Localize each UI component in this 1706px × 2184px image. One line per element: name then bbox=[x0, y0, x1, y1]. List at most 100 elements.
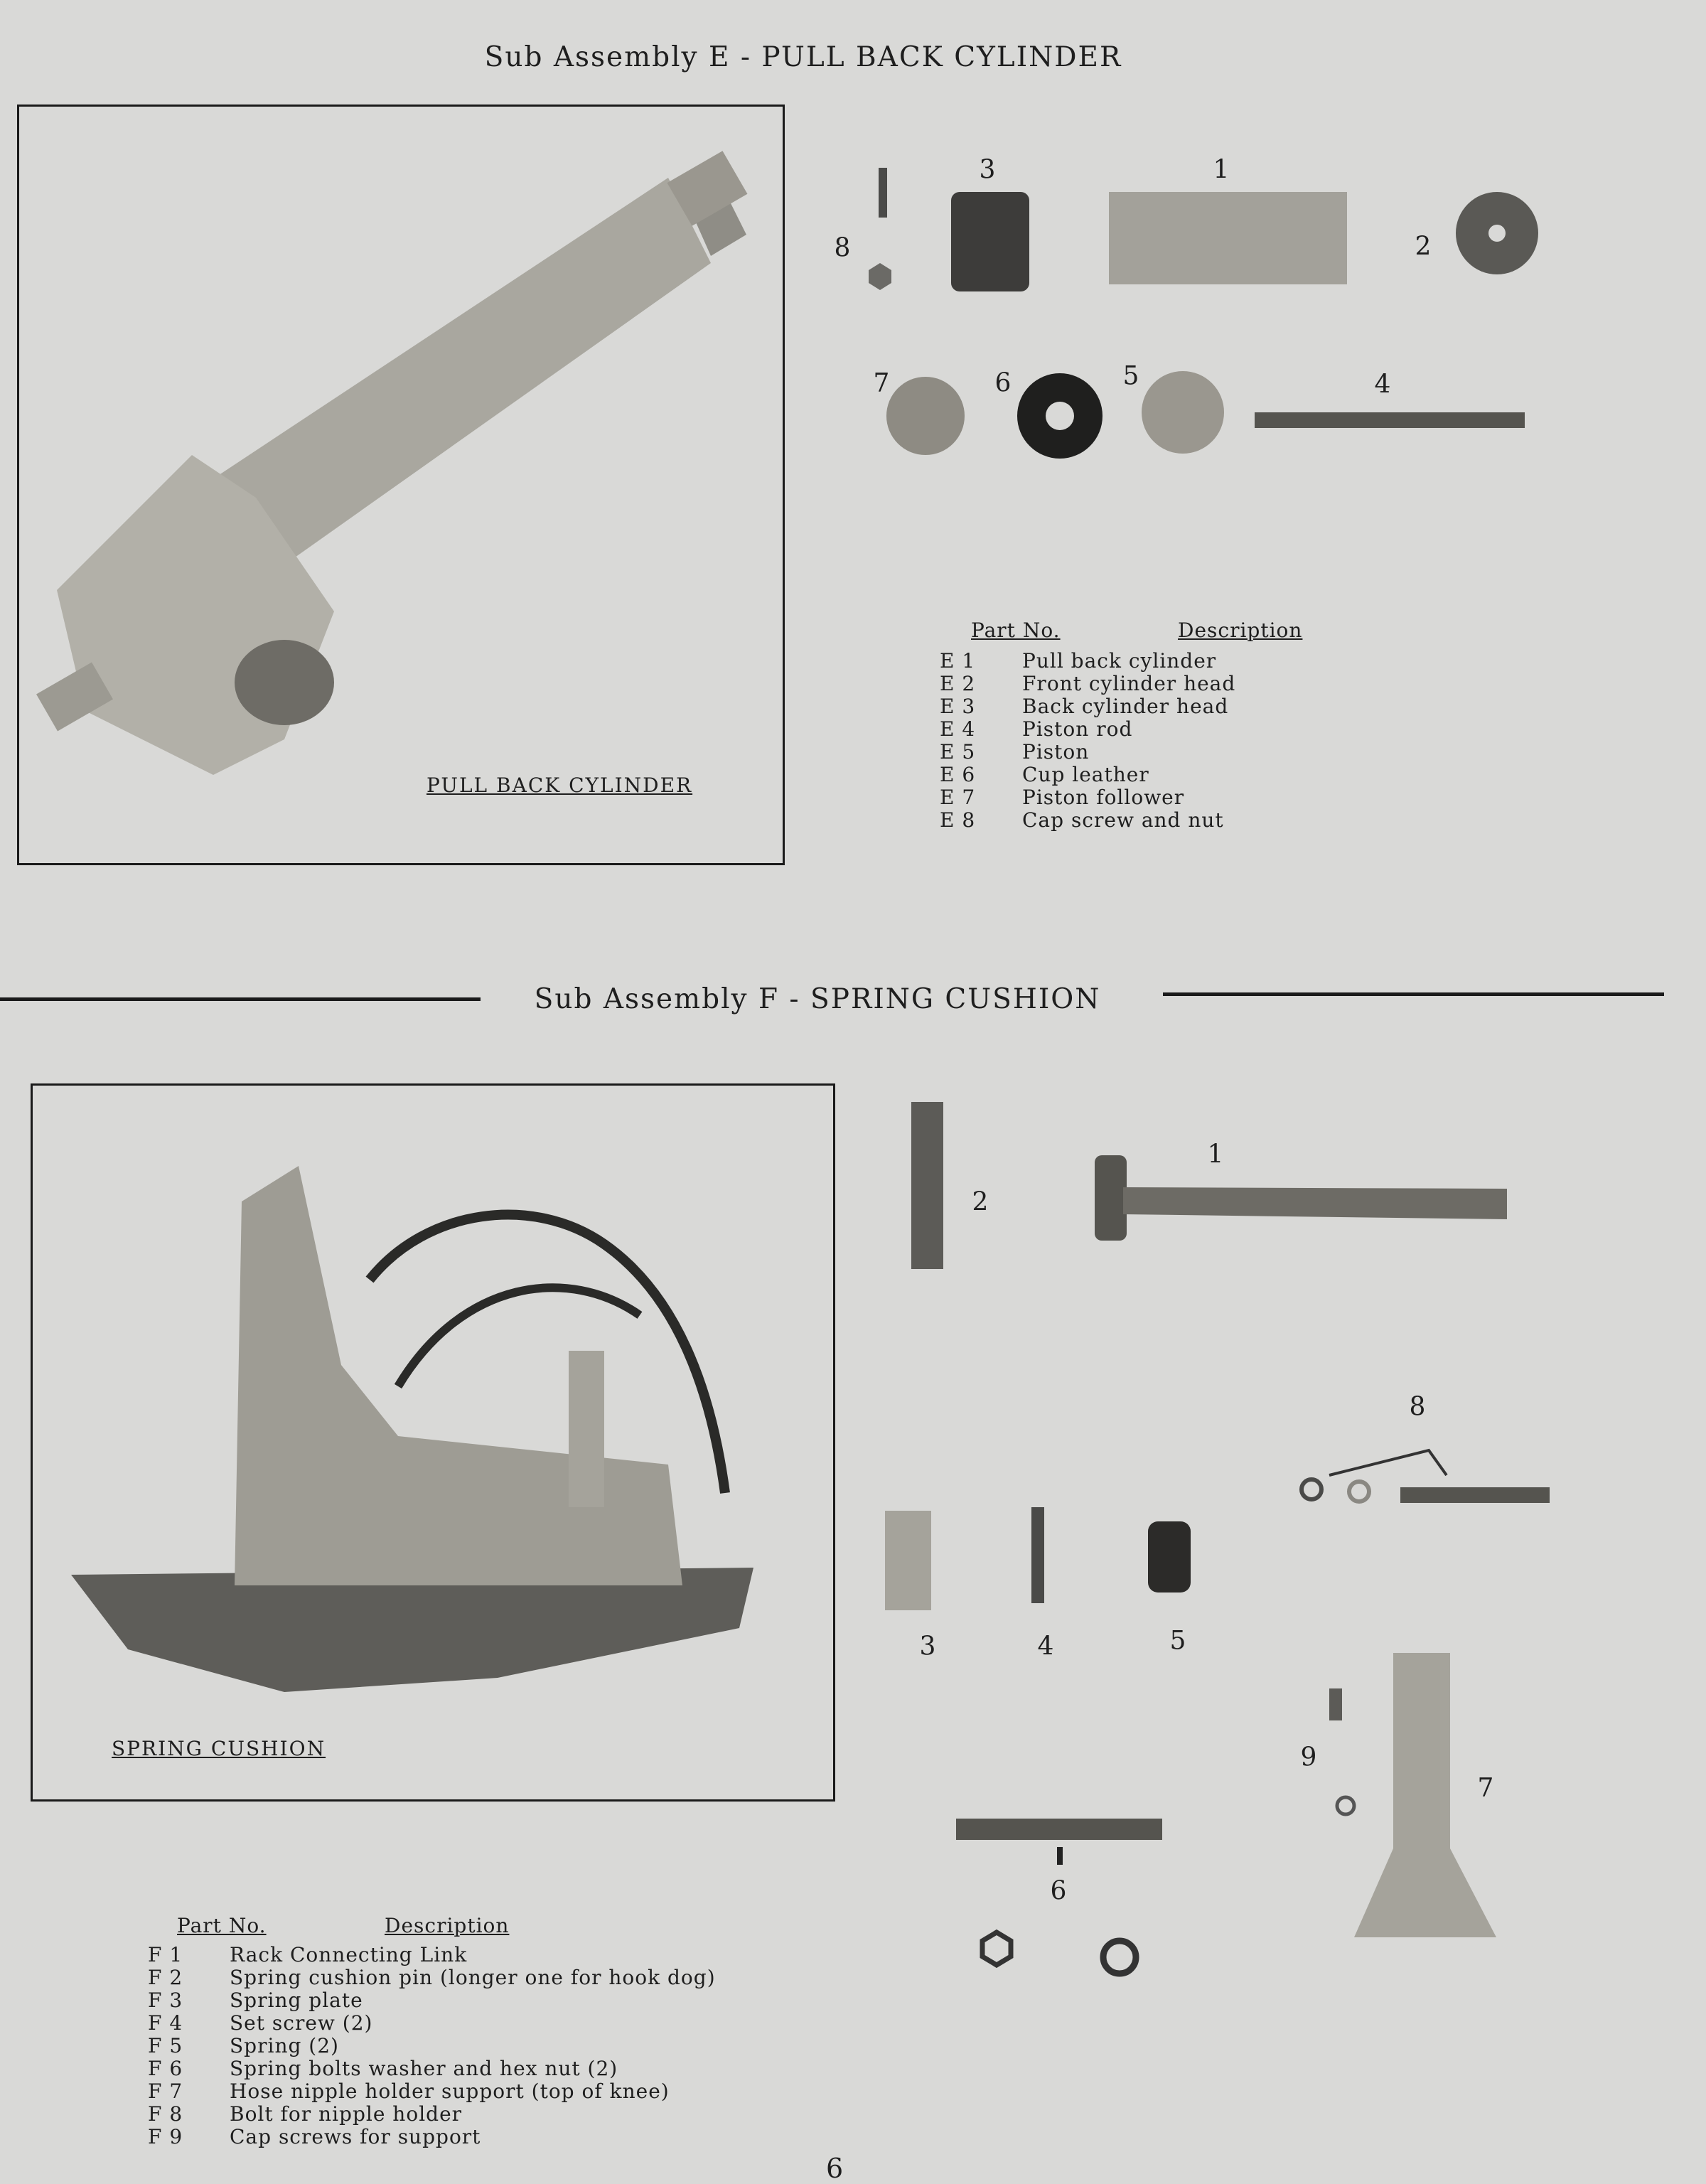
part-no: E 2 bbox=[940, 672, 976, 695]
parts-row: F 7 Hose nipple holder support (top of kn… bbox=[148, 2080, 716, 2103]
spring-part bbox=[1148, 1521, 1191, 1592]
parts-row: E 1 Pull back cylinder bbox=[940, 650, 1235, 673]
description-header: Description bbox=[1178, 619, 1303, 642]
part-no: F 6 bbox=[148, 2057, 183, 2080]
part-label: 4 bbox=[1037, 1632, 1054, 1661]
part-no: F 7 bbox=[148, 2079, 183, 2103]
page-number: 6 bbox=[826, 2153, 844, 2184]
part-desc: Hose nipple holder support (top of knee) bbox=[230, 2079, 670, 2103]
description-header: Description bbox=[385, 1914, 510, 1937]
parts-row: F 1 Rack Connecting Link bbox=[148, 1944, 716, 1966]
bolt-for-nipple-holder-part bbox=[1400, 1487, 1550, 1503]
spring-cushion-photo bbox=[71, 1166, 753, 1692]
part-label: 6 bbox=[994, 368, 1012, 398]
part-no: F 2 bbox=[148, 1966, 183, 1989]
cap-screw-part bbox=[879, 168, 887, 218]
nut-part bbox=[869, 263, 891, 290]
parts-row: F 8 Bolt for nipple holder bbox=[148, 2103, 716, 2126]
spring-cushion-pin-part bbox=[911, 1102, 943, 1269]
parts-row: E 7 Piston follower bbox=[940, 786, 1235, 809]
pull-back-cylinder-photo bbox=[36, 151, 748, 775]
pull-back-cylinder-photo-frame bbox=[17, 105, 785, 865]
part-no: F 8 bbox=[148, 2102, 183, 2126]
part-desc: Back cylinder head bbox=[1022, 695, 1229, 718]
part-no: F 3 bbox=[148, 1988, 183, 2012]
part-no: F 9 bbox=[148, 2125, 183, 2148]
part-no: E 3 bbox=[940, 695, 976, 718]
spring-cushion-caption: SPRING CUSHION bbox=[112, 1737, 326, 1760]
part-desc: Pull back cylinder bbox=[1022, 649, 1217, 673]
part-no: E 4 bbox=[940, 717, 976, 741]
part-desc: Spring (2) bbox=[230, 2034, 339, 2057]
parts-row: F 5 Spring (2) bbox=[148, 2035, 716, 2057]
divider-right bbox=[1163, 992, 1664, 996]
piston-rod-part bbox=[1255, 412, 1525, 428]
parts-list-e: E 1 Pull back cylinder E 2 Front cylinder … bbox=[940, 650, 1235, 832]
cap-screw-support-part bbox=[1329, 1688, 1342, 1720]
section-f-title: Sub Assembly F - SPRING CUSHION bbox=[534, 983, 1101, 1015]
rack-connecting-link-part bbox=[1095, 1155, 1127, 1241]
part-desc: Spring bolts washer and hex nut (2) bbox=[230, 2057, 618, 2080]
part-no: F 1 bbox=[148, 1943, 183, 1966]
part-desc: Rack Connecting Link bbox=[230, 1943, 468, 1966]
part-desc: Front cylinder head bbox=[1022, 672, 1236, 695]
washer-part bbox=[1100, 1937, 1139, 1977]
part-label: 5 bbox=[1169, 1626, 1186, 1656]
part-no: E 8 bbox=[940, 808, 976, 832]
pull-back-cylinder-part bbox=[1109, 192, 1347, 284]
set-screw-part bbox=[1031, 1507, 1044, 1603]
part-desc: Piston bbox=[1022, 740, 1090, 764]
section-e-title: Sub Assembly E - PULL BACK CYLINDER bbox=[484, 41, 1122, 73]
divider-left bbox=[0, 997, 481, 1001]
part-label: 5 bbox=[1122, 361, 1139, 391]
part-label: 9 bbox=[1300, 1743, 1317, 1772]
spring-plate-part bbox=[885, 1511, 931, 1610]
piston-follower-part bbox=[886, 377, 965, 455]
part-label: 2 bbox=[1415, 232, 1432, 262]
part-no: E 7 bbox=[940, 786, 976, 809]
parts-row: F 6 Spring bolts washer and hex nut (2) bbox=[148, 2057, 716, 2080]
parts-row: F 2 Spring cushion pin (longer one for ho… bbox=[148, 1966, 716, 1989]
part-label: 8 bbox=[834, 233, 851, 263]
part-label: 7 bbox=[873, 368, 890, 398]
part-desc: Piston follower bbox=[1022, 786, 1185, 809]
part-label: 1 bbox=[1213, 155, 1230, 185]
parts-row: E 5 Piston bbox=[940, 741, 1235, 764]
part-no-header: Part No. bbox=[971, 619, 1061, 642]
part-no: E 6 bbox=[940, 763, 976, 786]
hex-nut-part bbox=[980, 1929, 1014, 1969]
part-desc: Cap screw and nut bbox=[1022, 808, 1224, 832]
part-desc: Cup leather bbox=[1022, 763, 1149, 786]
part-label: 8 bbox=[1409, 1392, 1426, 1422]
part-no: E 1 bbox=[940, 649, 976, 673]
part-no-header: Part No. bbox=[177, 1914, 267, 1937]
parts-row: E 8 Cap screw and nut bbox=[940, 809, 1235, 832]
spring-bolt-part bbox=[956, 1819, 1162, 1840]
part-label: 7 bbox=[1477, 1773, 1494, 1803]
parts-row: F 9 Cap screws for support bbox=[148, 2126, 716, 2148]
part-no: F 5 bbox=[148, 2034, 183, 2057]
pull-back-cylinder-caption: PULL BACK CYLINDER bbox=[426, 774, 693, 797]
part-desc: Cap screws for support bbox=[230, 2125, 481, 2148]
part-no: F 4 bbox=[148, 2011, 183, 2035]
part-label: 4 bbox=[1374, 370, 1391, 400]
spring-cushion-photo-frame bbox=[31, 1083, 835, 1802]
part-desc: Bolt for nipple holder bbox=[230, 2102, 463, 2126]
back-cylinder-head-part bbox=[951, 192, 1029, 291]
part-desc: Spring cushion pin (longer one for hook … bbox=[230, 1966, 716, 1989]
parts-row: F 4 Set screw (2) bbox=[148, 2012, 716, 2035]
parts-row: E 2 Front cylinder head bbox=[940, 673, 1235, 695]
part-no: E 5 bbox=[940, 740, 976, 764]
part-desc: Set screw (2) bbox=[230, 2011, 373, 2035]
parts-list-f: F 1 Rack Connecting Link F 2 Spring cushio… bbox=[148, 1944, 716, 2148]
part-label: 3 bbox=[919, 1632, 936, 1661]
part-label: 6 bbox=[1050, 1876, 1067, 1906]
parts-row: E 6 Cup leather bbox=[940, 764, 1235, 786]
part-label: 2 bbox=[972, 1187, 989, 1217]
part-label: 3 bbox=[979, 155, 996, 185]
part-label: 1 bbox=[1207, 1140, 1224, 1169]
parts-row: E 3 Back cylinder head bbox=[940, 695, 1235, 718]
